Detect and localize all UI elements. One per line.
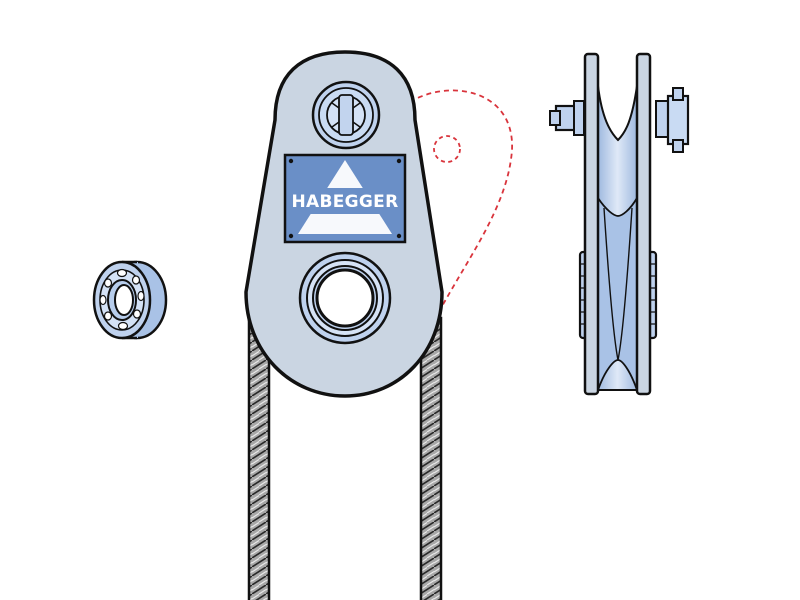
ball-bearing xyxy=(92,260,168,340)
pulley-block-front: HABEGGER xyxy=(244,50,444,398)
side-cheek-right xyxy=(635,52,658,396)
pulley-block-side xyxy=(549,52,690,396)
shackle-pin xyxy=(311,80,381,150)
side-cheek-left xyxy=(578,52,600,396)
nameplate: HABEGGER xyxy=(283,153,407,244)
side-shackle-pin xyxy=(549,87,690,153)
sheave-hub xyxy=(298,251,392,345)
wire-rope-left xyxy=(247,316,271,600)
wire-rope-right xyxy=(419,316,443,600)
swing-indicator xyxy=(409,89,513,311)
side-sheave xyxy=(597,82,638,391)
nameplate-brand: HABEGGER xyxy=(292,192,399,212)
